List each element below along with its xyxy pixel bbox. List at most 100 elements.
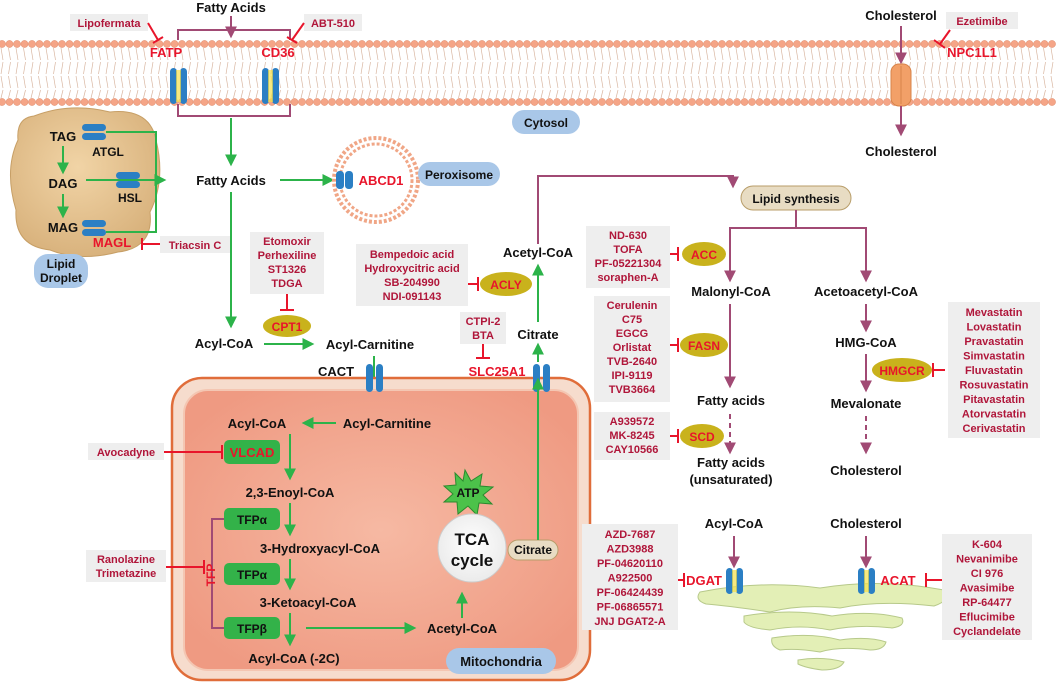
acyl-coa-mito-label: Acyl-CoA [228,416,287,431]
tfp-alpha-1-label: TFPα [237,513,268,527]
enoyl-coa-label: 2,3-Enoyl-CoA [246,485,335,500]
dgat-drug-item: JNJ DGAT2-A [594,616,665,628]
fasn-drug-item: TVB-2640 [607,356,657,368]
acat-channel-icon [858,568,875,594]
dgat-drug-item: AZD-7687 [605,529,656,541]
tca-cycle-circle [437,513,507,583]
tag-label: TAG [50,129,76,144]
acyl-coa-2c-label: Acyl-CoA (-2C) [248,651,339,666]
cd36-channel-icon [262,68,279,104]
acat-label: ACAT [880,573,915,588]
tfp-alpha-2-label: TFPα [237,568,268,582]
statin-drug-item: Lovastatin [966,322,1021,334]
citrate-cyto-label: Citrate [517,327,558,342]
acc-badge [682,242,726,266]
dgat-drug-item: AZD3988 [606,544,653,556]
fasn-drug-item: IPI-9119 [612,370,653,382]
cpt1-drug-item: Perhexiline [258,250,317,262]
endoplasmic-reticulum-icon [697,582,947,671]
cact-label: CACT [318,364,354,379]
cholesterol-top-label: Cholesterol [865,8,937,23]
fatty-acids-cyto-label: Fatty Acids [196,173,266,188]
slc-drug-item: BTA [472,330,494,342]
statin-drug-item: Simvastatin [963,351,1025,363]
cholesterol-syn-label: Cholesterol [830,463,902,478]
slc-drugs-box [460,312,506,344]
dgat-drugs-box [582,524,678,630]
slc25a1-label: SLC25A1 [468,364,525,379]
scd-label: SCD [689,430,715,444]
cytosol-label: Cytosol [524,116,568,130]
lipofermata-label: Lipofermata [78,18,142,30]
tfp-alpha-2-box [224,563,280,585]
abt510-label: ABT-510 [311,18,355,30]
dgat-drug-item: PF-06424439 [597,587,664,599]
citrate-mito-label: Citrate [514,543,552,557]
atgl-label: ATGL [92,145,124,159]
scd-badge [680,424,724,448]
peroxisome-label: Peroxisome [425,168,493,182]
dgat-drug-item: PF-04620110 [597,558,663,570]
fasn-drug-item: Cerulenin [607,300,658,312]
cholesterol-cytosol-label: Cholesterol [865,144,937,159]
hmgcr-badge [872,358,932,382]
fatty-acids-unsat-label-2: (unsaturated) [689,472,772,487]
cholesterol-er-label: Cholesterol [830,516,902,531]
ketoacyl-coa-label: 3-Ketoacyl-CoA [260,595,357,610]
acly-drugs-box [356,244,468,306]
ezetimibe-inhibit [939,29,951,45]
hmgcr-label: HMGCR [879,364,925,378]
ezetimibe-label: Ezetimibe [956,16,1007,28]
hsl-channel-icon [116,172,140,188]
acly-label: ACLY [490,278,522,292]
statin-drug-item: Fluvastatin [965,365,1023,377]
acyl-carnitine-mito-label: Acyl-Carnitine [343,416,431,431]
acly-drug-item: SB-204990 [384,277,440,289]
fatty-acids-unsat-label-1: Fatty acids [697,455,765,470]
slc-drug-item: CTPI-2 [466,316,501,328]
avocadyne-label: Avocadyne [97,447,155,459]
acly-drug-item: NDI-091143 [383,291,442,303]
cpt1-drug-item: TDGA [271,278,302,290]
statin-drug-item: Cerivastatin [963,423,1026,435]
acc-label: ACC [691,248,717,262]
lipid-droplet-badge [34,254,88,288]
acat-drug-item: RP-64477 [962,597,1012,609]
tca-label-1: TCA [455,530,490,549]
acly-drug-item: Bempedoic acid [370,249,454,261]
cytosol-badge [512,110,580,134]
acat-drug-item: K-604 [972,539,1003,551]
acat-drug-item: Avasimibe [960,583,1015,595]
statin-drug-item: Pitavastatin [963,394,1025,406]
cpt1-drug-item: ST1326 [268,264,307,276]
acc-drug-item: ND-630 [609,230,647,242]
statin-drug-list: MevastatinLovastatinPravastatinSimvastat… [959,307,1028,435]
tfp-drugs-box [86,550,166,582]
lipid-droplet-label-1: Lipid [47,257,76,271]
acetyl-coa-mito-label: Acetyl-CoA [427,621,498,636]
acat-drug-item: Cyclandelate [953,626,1021,638]
lipid-synthesis-label: Lipid synthesis [752,192,840,206]
acetyl-coa-cyto-label: Acetyl-CoA [503,245,574,260]
acat-drug-item: Nevanimibe [956,554,1018,566]
fasn-drugs-box [594,296,670,402]
acly-badge [480,272,532,296]
abt510-inhibit [291,22,305,41]
cpt1-badge [263,315,311,337]
fatty-acids-syn-label: Fatty acids [697,393,765,408]
acc-drug-item: soraphen-A [597,272,658,284]
cpt1-label: CPT1 [272,320,303,334]
tca-label-2: cycle [451,551,494,570]
lipid-droplet-shape [9,107,161,258]
mag-label: MAG [48,220,78,235]
lipid-droplet-label-2: Droplet [40,271,82,285]
atp-label: ATP [456,486,479,500]
tfp-drug-item: Ranolazine [97,554,155,566]
